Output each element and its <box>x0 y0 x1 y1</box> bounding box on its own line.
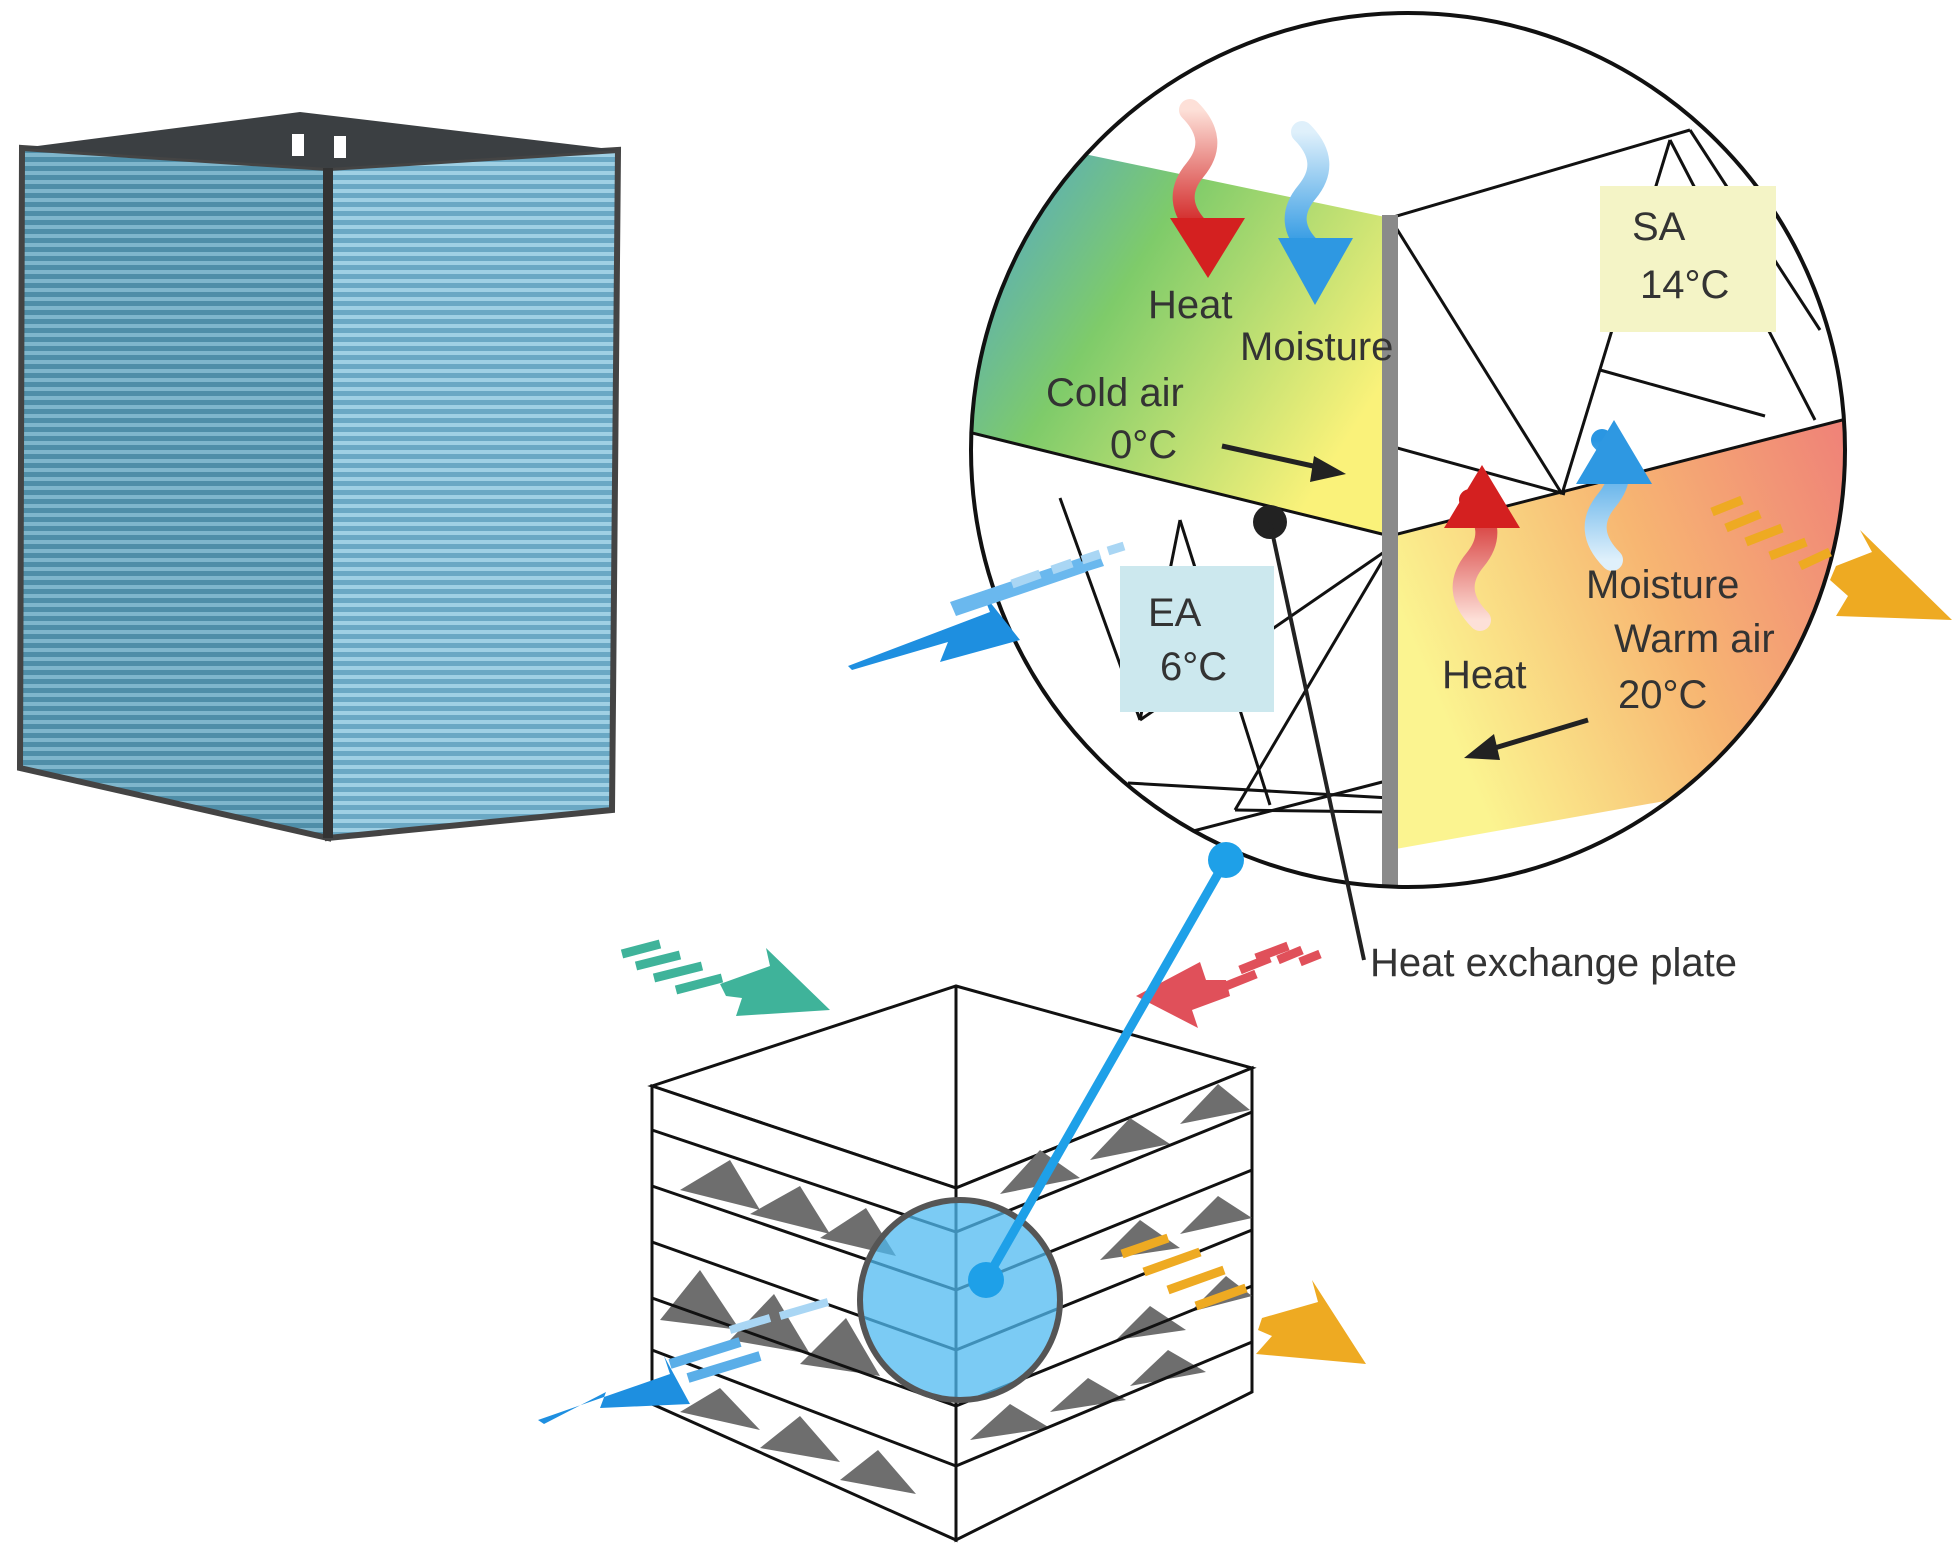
heat-up-arrow <box>1444 465 1520 631</box>
ra-inflow-arrow <box>1136 941 1322 1028</box>
warm-air-flow-arrow <box>1464 717 1589 760</box>
cold-air-region <box>971 128 1390 536</box>
heat-top-label: Heat <box>1148 283 1233 327</box>
ea-temp-label: 6°C <box>1160 645 1227 689</box>
moisture-up-arrow <box>1576 420 1652 571</box>
sa-label: SA <box>1632 205 1686 249</box>
cold-temp-label: 0°C <box>1110 423 1177 467</box>
warm-air-label: Warm air <box>1614 617 1775 661</box>
cold-air-flow-arrow <box>1221 443 1346 482</box>
oa-inflow-arrow <box>620 939 830 1016</box>
sa-temp-label: 14°C <box>1640 263 1729 307</box>
zoom-circle: Heat Moisture Cold air 0°C SA 14°C EA 6°… <box>969 11 1847 889</box>
sa-box <box>1600 186 1776 332</box>
zoom-source-circle <box>857 1197 1063 1403</box>
heat-down-arrow <box>1170 99 1245 278</box>
moisture-down-arrow <box>1278 121 1353 305</box>
sa-outflow-arrow-right <box>1710 495 1952 620</box>
heat-bottom-label: Heat <box>1442 653 1527 697</box>
zoom-connector <box>968 842 1244 1298</box>
cold-air-label: Cold air <box>1046 371 1184 415</box>
heat-exchange-plate-label: Heat exchange plate <box>1370 941 1737 985</box>
ea-box <box>1120 566 1274 712</box>
moisture-top-label: Moisture <box>1240 325 1393 369</box>
heat-exchanger-element-photo <box>16 112 622 842</box>
plate-leader-line <box>1268 521 1366 961</box>
sa-outflow-arrow-bottom <box>1120 1233 1366 1364</box>
ea-outflow-arrow-bottom <box>538 1298 830 1424</box>
ea-label: EA <box>1148 591 1202 635</box>
warm-temp-label: 20°C <box>1618 673 1707 717</box>
heat-exchange-plate <box>1382 215 1398 887</box>
moisture-bottom-label: Moisture <box>1586 563 1739 607</box>
ea-outflow-arrow-top <box>848 541 1126 670</box>
